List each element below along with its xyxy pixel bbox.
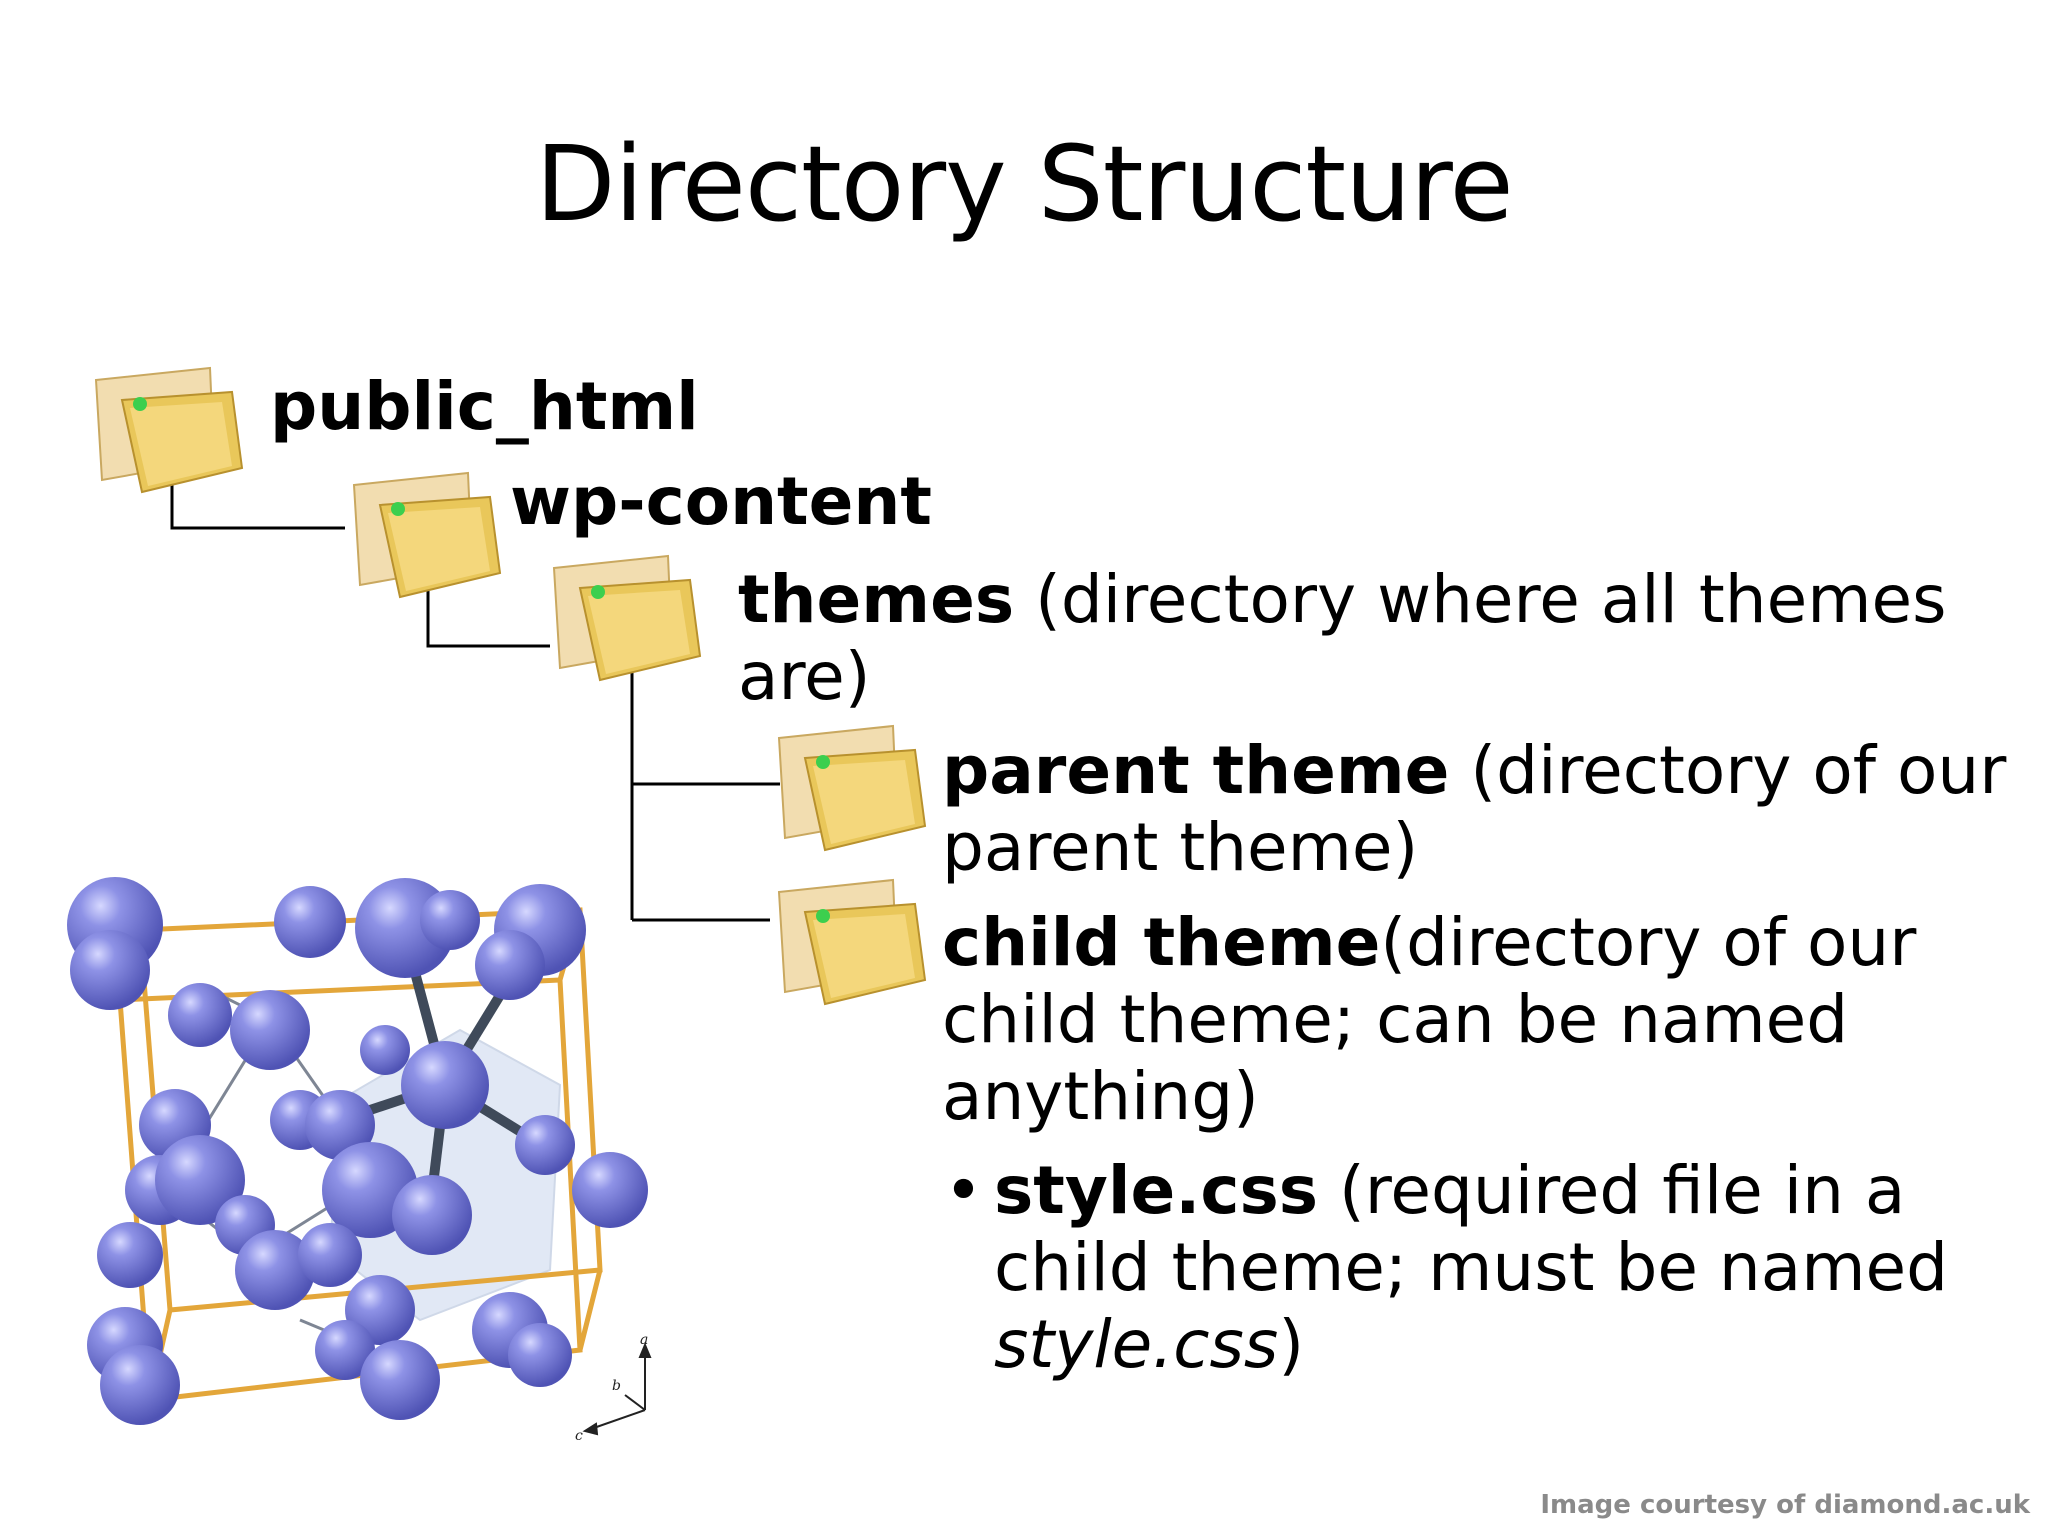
folder-icon: [352, 471, 502, 599]
label-child-theme-line2: child theme; can be named: [942, 981, 1848, 1058]
label-wp-content: wp-content: [510, 463, 932, 540]
axis-indicator: [582, 1342, 652, 1436]
file-description: child theme; must be named: [994, 1229, 1949, 1306]
label-themes: themes (directory where all themes: [738, 561, 1946, 638]
folder-icon: [94, 366, 244, 494]
bullet-line1: style.css (required file in a: [994, 1152, 1905, 1229]
svg-text:a: a: [640, 1332, 648, 1348]
folder-description: anything): [942, 1058, 1259, 1135]
crystal-structure-image: a b c: [67, 877, 652, 1444]
label-child-theme: child theme(directory of our: [942, 904, 1916, 981]
label-parent-theme-line2: parent theme): [942, 809, 1418, 886]
folder-description: parent theme): [942, 809, 1419, 886]
file-description: ): [1278, 1306, 1305, 1383]
connector-wpcontent-to-themes: [426, 580, 550, 648]
folder-description: child theme; can be named: [942, 981, 1849, 1058]
folder-description: (directory of our: [1380, 904, 1917, 981]
svg-text:c: c: [575, 1428, 583, 1444]
folder-icon: [777, 878, 927, 1006]
file-description: (required file in a: [1318, 1152, 1906, 1229]
folder-name: child theme: [942, 904, 1381, 981]
label-child-theme-line3: anything): [942, 1058, 1259, 1135]
folder-name: public_html: [270, 368, 699, 445]
connector-public-to-wpcontent: [170, 480, 345, 530]
svg-text:b: b: [612, 1378, 621, 1394]
folder-description: are): [738, 638, 871, 715]
slide-title: Directory Structure: [535, 123, 1513, 245]
image-credit: Image courtesy of diamond.ac.uk: [1540, 1490, 2030, 1520]
folder-description: (directory where all themes: [1014, 561, 1947, 638]
folder-name: parent theme: [942, 732, 1450, 809]
label-themes-line2: are): [738, 638, 870, 715]
folder-name: themes: [738, 561, 1015, 638]
bullet-line2: child theme; must be named: [994, 1229, 1948, 1306]
bullet-line3: style.css): [994, 1306, 1304, 1383]
folder-name: wp-content: [510, 463, 932, 540]
folder-icon: [777, 724, 927, 852]
file-name: style.css: [994, 1152, 1319, 1229]
file-name-italic: style.css: [994, 1306, 1279, 1383]
folder-icon: [552, 554, 702, 682]
folder-description: (directory of our: [1449, 732, 2007, 809]
label-public-html: public_html: [270, 368, 699, 445]
bullet-marker: •: [944, 1152, 983, 1229]
label-parent-theme: parent theme (directory of our: [942, 732, 2006, 809]
